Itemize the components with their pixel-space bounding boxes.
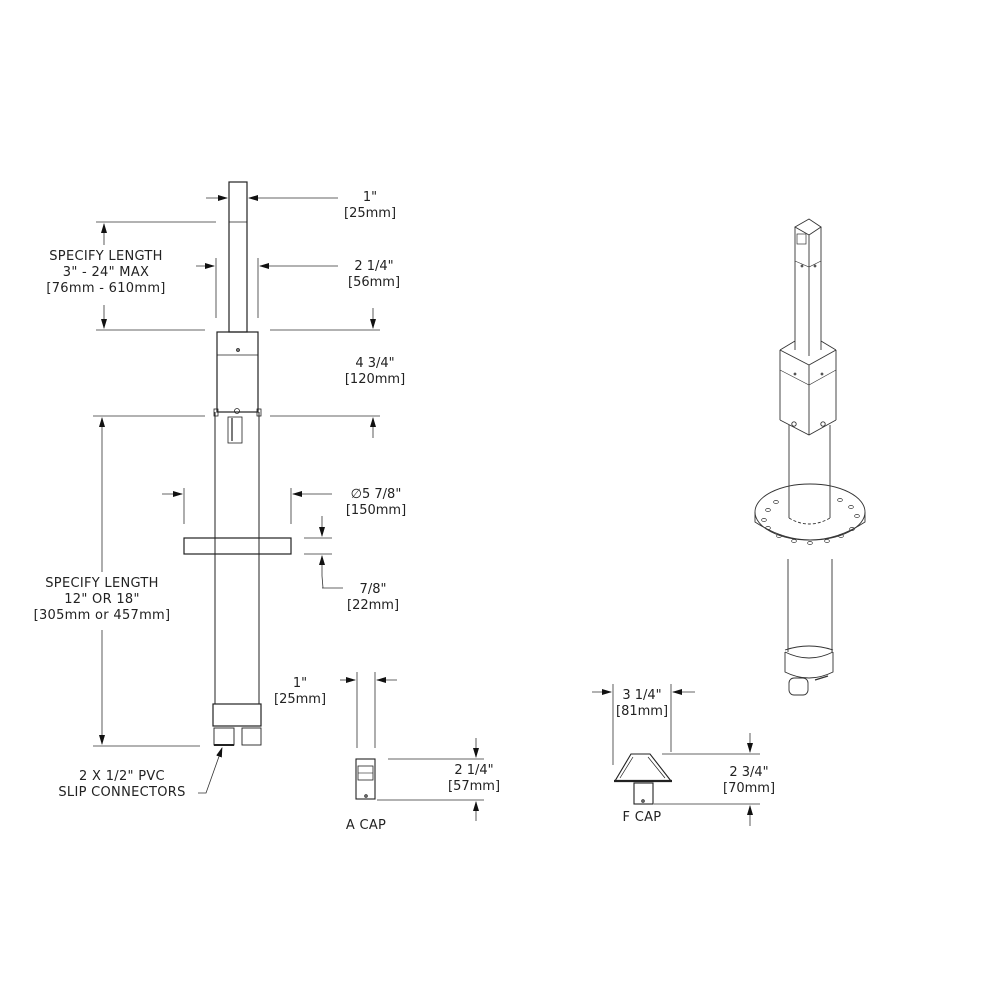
housing-height-metric: 120mm	[336, 372, 414, 388]
a-cap-width-metric: 25mm	[272, 692, 328, 708]
flange-diameter-dimension: ∅5 7/8" 150mm	[336, 487, 416, 519]
a-cap-height-dimension: 2 1/4" 57mm	[446, 763, 502, 795]
housing-width-imperial: 2 1/4"	[354, 259, 394, 274]
main-post-dimensions	[93, 195, 380, 794]
f-cap-width-metric: 81mm	[613, 704, 671, 720]
a-cap-height-metric: 57mm	[446, 779, 502, 795]
f-cap-title: F CAP	[622, 810, 662, 825]
f-cap-height-imperial: 2 3/4"	[729, 765, 769, 780]
diameter-symbol-icon: ∅	[350, 487, 362, 502]
housing-width-dimension: 2 1/4" 56mm	[340, 259, 408, 291]
a-cap-width-dimension: 1" 25mm	[272, 676, 328, 708]
upper-length-line1: SPECIFY LENGTH	[49, 249, 163, 264]
flange-diameter-metric: 150mm	[336, 503, 416, 519]
lower-length-line1: SPECIFY LENGTH	[45, 576, 159, 591]
a-cap-title: A CAP	[345, 818, 387, 833]
housing-height-imperial: 4 3/4"	[355, 356, 395, 371]
f-cap-height-metric: 70mm	[720, 781, 778, 797]
isometric-post-view	[754, 218, 866, 696]
lower-length-line2: 12" OR 18"	[64, 592, 140, 607]
flange-thickness-imperial: 7/8"	[359, 582, 387, 597]
housing-height-dimension: 4 3/4" 120mm	[336, 356, 414, 388]
connector-note-line1: 2 X 1/2" PVC	[79, 769, 165, 784]
lower-length-note: SPECIFY LENGTH 12" OR 18" [305mm or 457m…	[30, 576, 174, 624]
f-cap-dimensions	[592, 684, 760, 826]
f-cap-width-dimension: 3 1/4" 81mm	[613, 688, 671, 720]
connector-note: 2 X 1/2" PVC SLIP CONNECTORS	[50, 769, 194, 801]
a-cap-width-imperial: 1"	[292, 676, 308, 691]
a-cap-drawing	[355, 758, 376, 800]
housing-width-metric: 56mm	[340, 275, 408, 291]
flange-thickness-dimension: 7/8" 22mm	[343, 582, 403, 614]
a-cap-height-imperial: 2 1/4"	[454, 763, 494, 778]
top-width-imperial: 1"	[362, 190, 378, 205]
upper-length-note: SPECIFY LENGTH 3" - 24" MAX [76mm - 610m…	[38, 249, 174, 297]
f-cap-height-dimension: 2 3/4" 70mm	[720, 765, 778, 797]
flange-thickness-metric: 22mm	[343, 598, 403, 614]
connector-note-line2: SLIP CONNECTORS	[58, 785, 186, 800]
upper-length-line2: 3" - 24" MAX	[62, 265, 150, 280]
f-cap-drawing	[614, 753, 673, 805]
f-cap-width-imperial: 3 1/4"	[622, 688, 662, 703]
main-post-elevation	[183, 181, 292, 746]
top-width-metric: 25mm	[340, 206, 400, 222]
lower-length-line3: [305mm or 457mm]	[33, 608, 171, 623]
top-width-dimension: 1" 25mm	[340, 190, 400, 222]
upper-length-line3: [76mm - 610mm]	[46, 281, 166, 296]
flange-diameter-imperial: 5 7/8"	[362, 487, 402, 502]
a-cap-dimensions	[340, 672, 484, 821]
